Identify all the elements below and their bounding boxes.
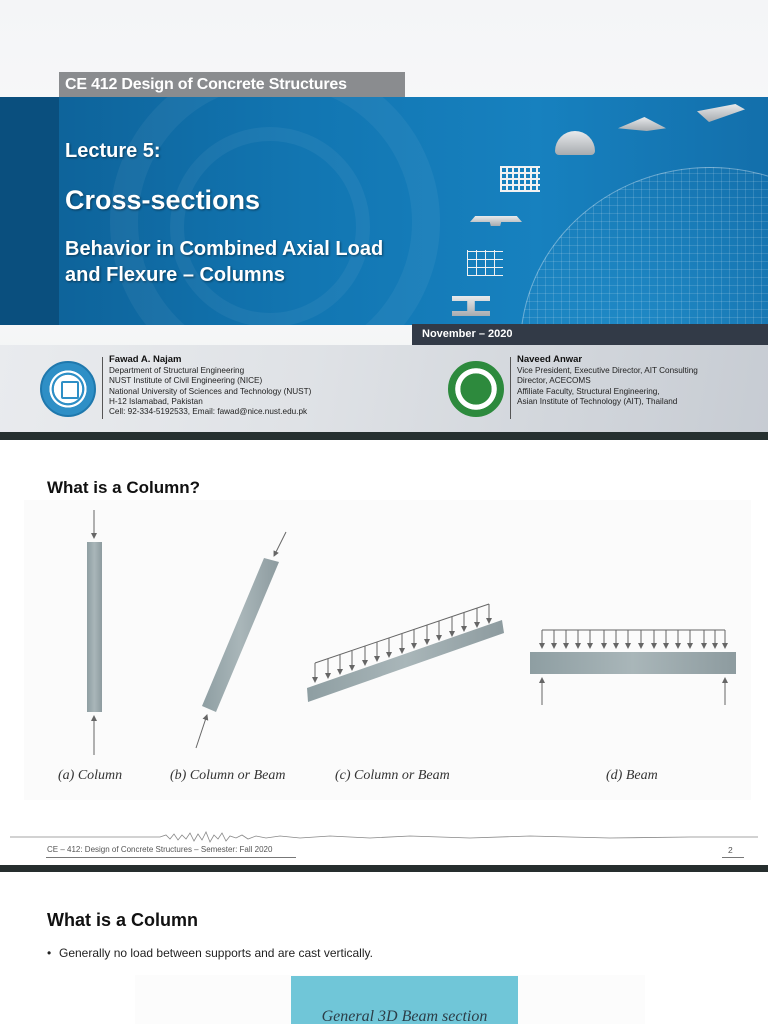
caption-a: (a) Column <box>58 768 123 783</box>
slide-title: What is a Column <box>47 910 199 930</box>
i-beam-icon <box>452 296 490 316</box>
banner-left-stripe <box>0 97 59 325</box>
subtitle-line-2: and Flexure – Columns <box>65 264 286 286</box>
authors-panel: Fawad A. Najam Department of Structural … <box>0 345 768 432</box>
bullet-item: • Generally no load between supports and … <box>47 946 373 960</box>
author-card-2: Naveed Anwar Vice President, Executive D… <box>448 354 698 419</box>
caption-b: (b) Column or Beam <box>170 768 286 783</box>
member-loading-diagram <box>87 510 736 755</box>
title-banner <box>0 97 768 325</box>
figure-label: General 3D Beam section <box>321 1008 488 1024</box>
bullet-text: Generally no load between supports and a… <box>59 946 373 960</box>
bullet-icon: • <box>47 946 52 960</box>
divider <box>510 357 511 419</box>
author-info: Fawad A. Najam Department of Structural … <box>109 354 312 417</box>
slide-main-title: Cross-sections <box>65 185 261 215</box>
author-line: Affiliate Faculty, Structural Engineerin… <box>517 386 660 396</box>
bridge-deck-icon <box>470 216 522 226</box>
column-definition-slide: What is a Column? <box>0 445 768 870</box>
lecture-number: Lecture 5: <box>65 140 161 162</box>
figure-label-box: General 3D Beam section <box>291 976 518 1024</box>
decorative-swirl-inner <box>170 127 370 325</box>
course-title-tab: CE 412 Design of Concrete Structures <box>59 72 405 98</box>
slide-title: What is a Column? <box>47 478 200 497</box>
author-line: Vice President, Executive Director, AIT … <box>517 366 698 376</box>
slide-footer: CE – 412: Design of Concrete Structures … <box>47 845 273 854</box>
portal-frame-icon <box>467 250 503 276</box>
slide-separator-bar <box>0 865 768 872</box>
title-slide: CE 412 Design of Concrete Structures Lec… <box>0 0 768 440</box>
slide-subtitle: Behavior in Combined Axial Load and Flex… <box>65 236 383 288</box>
author-card-1: Fawad A. Najam Department of Structural … <box>40 354 312 419</box>
footer-underline <box>46 857 296 858</box>
caption-d: (d) Beam <box>606 768 658 783</box>
author-name: Naveed Anwar <box>517 354 583 365</box>
column-b-icon <box>195 531 287 749</box>
author-line: Director, ACECOMS <box>517 376 591 386</box>
author-info: Naveed Anwar Vice President, Executive D… <box>517 354 698 407</box>
slide-bottom-bar <box>0 432 768 440</box>
column-characteristics-slide: What is a Column • Generally no load betw… <box>0 872 768 1024</box>
column-a-icon <box>87 510 102 755</box>
author-name: Fawad A. Najam <box>109 354 182 365</box>
seismic-wave-divider <box>10 831 758 843</box>
beam-d-icon <box>530 629 736 705</box>
author-line: Department of Structural Engineering <box>109 366 245 376</box>
page-number-underline <box>722 857 744 858</box>
beam-section-figure: General 3D Beam section <box>135 975 645 1024</box>
author-line: H-12 Islamabad, Pakistan <box>109 396 203 406</box>
ait-logo-icon <box>448 361 504 417</box>
subtitle-line-1: Behavior in Combined Axial Load <box>65 238 384 260</box>
nust-logo-icon <box>40 361 96 417</box>
building-frame-icon <box>500 166 540 192</box>
author-contact: Cell: 92-334-5192533, Email: fawad@nice.… <box>109 407 308 417</box>
date-bar: November – 2020 <box>412 324 768 345</box>
beam-c-icon <box>307 603 504 702</box>
author-line: NUST Institute of Civil Engineering (NIC… <box>109 376 263 386</box>
divider <box>102 357 103 419</box>
column-beam-figure: (a) Column (b) Column or Beam (c) Column… <box>24 500 751 800</box>
caption-c: (c) Column or Beam <box>335 768 450 783</box>
author-line: Asian Institute of Technology (AIT), Tha… <box>517 396 678 406</box>
page-number: 2 <box>728 845 733 855</box>
wireframe-globe-icon <box>520 167 768 325</box>
author-line: National University of Sciences and Tech… <box>109 386 312 396</box>
